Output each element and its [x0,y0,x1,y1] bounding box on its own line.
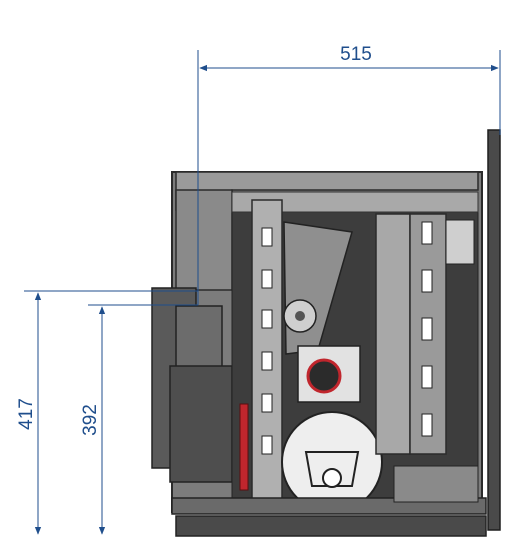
machine-side-view [151,129,501,537]
dimension-height-inner: 392 [80,304,198,535]
outer-height-dimension-label: 417 [16,398,37,430]
dimension-height-outer: 417 [16,290,198,535]
inner-height-dimension-label: 392 [80,404,101,436]
width-dimension-label: 515 [340,44,372,65]
dimension-width: 515 [197,44,501,305]
